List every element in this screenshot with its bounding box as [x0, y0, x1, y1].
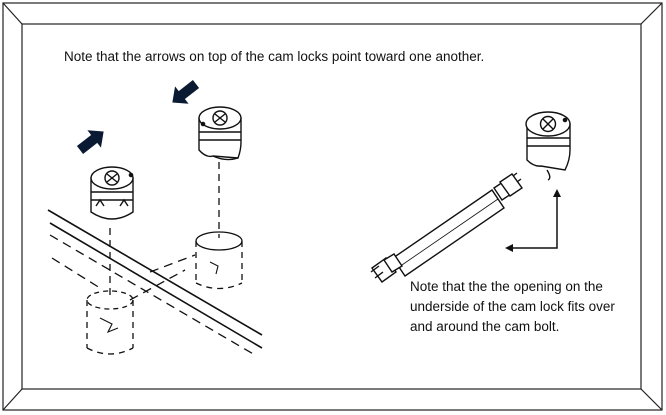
arrow-up-right-icon — [76, 130, 104, 154]
opening-note: Note that the the opening on the undersi… — [410, 277, 615, 337]
opening-note-line: underside of the cam lock fits over — [410, 299, 615, 314]
arrow-down-left-icon — [172, 80, 200, 104]
alignment-lines — [109, 150, 220, 300]
cam-lock-right — [198, 106, 242, 161]
opening-note-line: and around the cam bolt. — [410, 319, 560, 334]
left-drilled-hole — [86, 290, 134, 355]
right-drilled-hole — [195, 231, 243, 290]
panel-edges — [47, 209, 263, 349]
picture-frame — [2, 2, 663, 411]
hidden-panel-lines — [49, 234, 256, 356]
cam-lock-detail — [525, 111, 571, 181]
elbow-arrow-icon — [505, 189, 561, 252]
cam-lock-left — [90, 166, 134, 220]
opening-note-line: Note that the the opening on the — [410, 279, 603, 294]
arrows-note: Note that the arrows on top of the cam l… — [64, 49, 485, 64]
cam-bolt — [370, 172, 523, 283]
